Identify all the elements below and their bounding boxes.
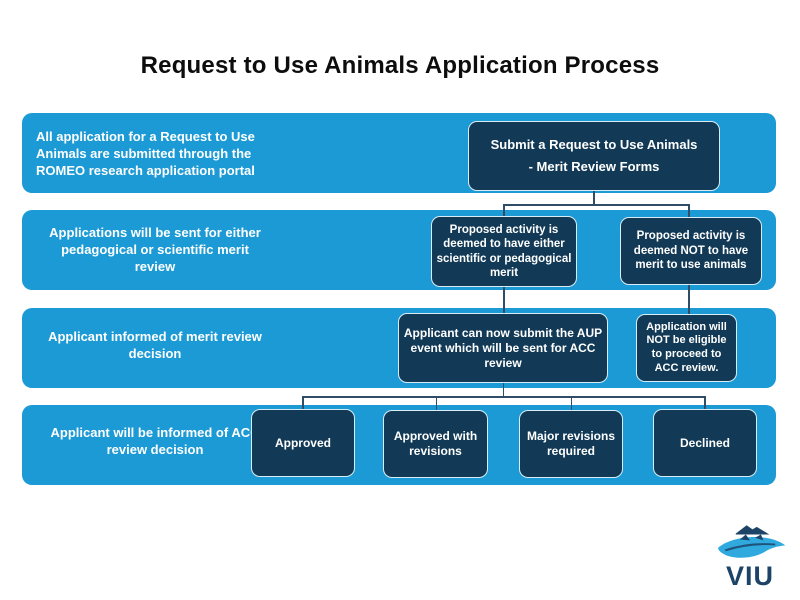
node-declined-text: Declined [679, 435, 730, 450]
node-not-eligible-text: Application will NOT be eligible to proc… [646, 320, 727, 374]
node-not-eligible: Application will NOT be eligible to proc… [636, 314, 737, 382]
node-major-revisions-text: Major revisions required [526, 429, 616, 458]
row-3-label: Applicant informed of merit review decis… [48, 329, 262, 361]
node-submit-aup-text: Applicant can now submit the AUP event w… [403, 325, 603, 370]
node-submit-aup: Applicant can now submit the AUP event w… [398, 313, 608, 383]
connector-r2-left [503, 287, 505, 314]
connector-r3-drop-2 [435, 396, 437, 410]
connector-r3-drop-4 [704, 396, 706, 410]
node-declined: Declined [653, 409, 757, 477]
node-approved-with-revisions-text: Approved with revisions [393, 429, 478, 458]
connector-r1-stem [593, 191, 595, 205]
node-major-revisions: Major revisions required [519, 410, 623, 478]
row-4-label: Applicant will be informed of ACC review… [50, 425, 260, 457]
connector-r2-right [688, 285, 690, 315]
connector-r1-drop-right [688, 204, 690, 218]
node-submit-request-line1: Submit a Request to Use Animals [490, 136, 698, 152]
row-2-label: Applications will be sent for either ped… [49, 225, 261, 274]
node-approved-with-revisions: Approved with revisions [383, 410, 488, 478]
connector-r3-stem [502, 383, 504, 396]
connector-r3-drop-1 [302, 396, 304, 410]
connector-r1-drop-left [503, 204, 505, 217]
viu-logo: VIU [703, 519, 797, 590]
node-submit-request: Submit a Request to Use Animals - Merit … [468, 121, 720, 191]
node-no-merit: Proposed activity is deemed NOT to have … [620, 217, 762, 285]
connector-r3-horizontal [302, 396, 706, 398]
node-has-merit: Proposed activity is deemed to have eith… [431, 216, 577, 287]
node-submit-request-line2: - Merit Review Forms [528, 159, 660, 174]
node-approved-text: Approved [274, 435, 331, 450]
node-no-merit-text: Proposed activity is deemed NOT to have … [633, 230, 749, 272]
mountain-leaf-icon [718, 525, 786, 558]
row-1-label: All application for a Request to Use Ani… [36, 129, 255, 178]
node-has-merit-text: Proposed activity is deemed to have eith… [436, 223, 572, 279]
viu-logo-text: VIU [725, 561, 774, 591]
connector-r3-drop-3 [570, 396, 572, 410]
node-approved: Approved [251, 409, 355, 477]
connector-r1-horizontal [503, 204, 690, 206]
diagram-title: Request to Use Animals Application Proce… [140, 52, 660, 79]
